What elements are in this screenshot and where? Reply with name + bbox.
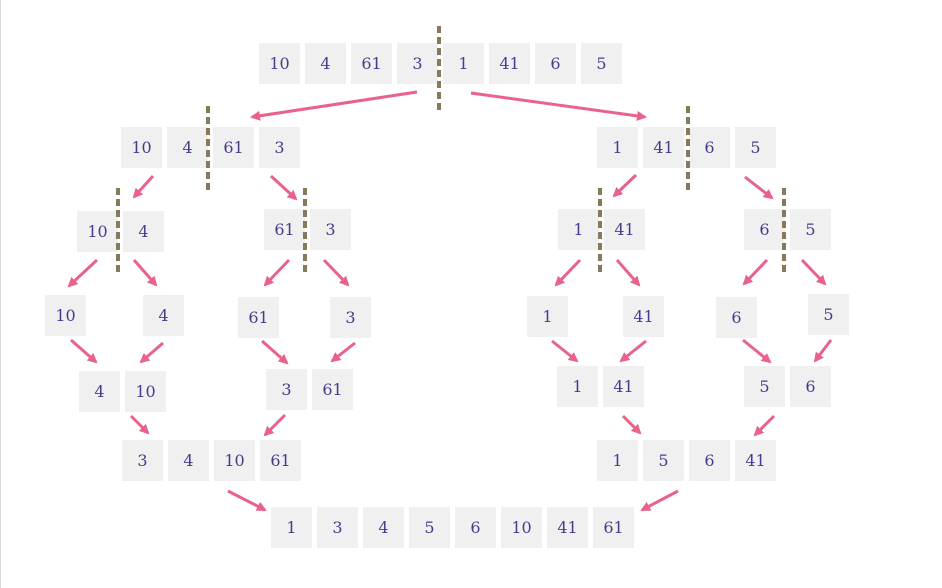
cell: 61: [312, 369, 353, 410]
cell: 61: [260, 440, 301, 481]
cell: 6: [790, 366, 831, 407]
cell: 1: [597, 440, 638, 481]
cell: 61: [264, 209, 305, 250]
cell: 5: [735, 127, 776, 168]
arrow: [227, 489, 267, 512]
cell: 61: [593, 507, 634, 548]
cell: 41: [623, 296, 664, 337]
cell: 10: [214, 440, 255, 481]
cell: 10: [501, 507, 542, 548]
cell: 10: [77, 211, 118, 252]
cell: 6: [689, 127, 730, 168]
cell: 1: [557, 366, 598, 407]
cell: 10: [45, 295, 86, 336]
cell: 3: [310, 209, 351, 250]
cell: 5: [409, 507, 450, 548]
cell: 5: [808, 294, 849, 335]
cell: 4: [143, 295, 184, 336]
arrow: [263, 258, 291, 287]
arrow: [322, 258, 350, 287]
arrow: [129, 414, 150, 435]
cell: 5: [744, 366, 785, 407]
arrow: [742, 338, 772, 364]
cell: 61: [351, 43, 392, 84]
arrow: [621, 414, 642, 435]
arrow: [619, 339, 647, 363]
cell: 4: [363, 507, 404, 548]
cell: 61: [213, 127, 254, 168]
arrow: [67, 258, 99, 288]
arrow: [612, 173, 638, 198]
cell: 1: [527, 296, 568, 337]
cell: 41: [604, 209, 645, 250]
cell: 1: [443, 43, 484, 84]
cell: 3: [266, 369, 307, 410]
arrow: [132, 174, 155, 199]
cell: 6: [716, 297, 757, 338]
cell: 6: [744, 209, 785, 250]
left-border: [0, 0, 1, 588]
cell: 41: [547, 507, 588, 548]
cell: 4: [305, 43, 346, 84]
cell: 3: [259, 127, 300, 168]
arrow: [640, 489, 679, 512]
arrow: [742, 258, 769, 286]
cell: 4: [123, 211, 164, 252]
arrow: [470, 91, 647, 121]
arrow: [139, 341, 164, 364]
cell: 4: [167, 127, 208, 168]
arrow: [330, 341, 356, 363]
arrow: [250, 90, 418, 121]
arrow: [753, 414, 776, 437]
cell: 41: [735, 440, 776, 481]
cell: 4: [79, 371, 120, 412]
arrow: [615, 259, 641, 287]
arrow: [551, 339, 579, 363]
arrow: [70, 338, 98, 364]
cell: 1: [271, 507, 312, 548]
cell: 5: [643, 440, 684, 481]
cell: 3: [317, 507, 358, 548]
cell: 6: [535, 43, 576, 84]
cell: 41: [489, 43, 530, 84]
cell: 1: [597, 127, 638, 168]
cell: 3: [330, 297, 371, 338]
cell: 6: [455, 507, 496, 548]
cell: 61: [238, 297, 279, 338]
cell: 1: [558, 209, 599, 250]
cell: 5: [581, 43, 622, 84]
arrow: [261, 339, 289, 365]
arrow: [800, 258, 827, 286]
arrow: [263, 413, 287, 437]
cell: 4: [168, 440, 209, 481]
cell: 6: [689, 440, 730, 481]
arrow: [813, 339, 833, 363]
cell: 41: [603, 366, 644, 407]
cell: 5: [790, 209, 831, 250]
arrow: [132, 259, 158, 287]
cell: 10: [125, 371, 166, 412]
arrow: [269, 174, 298, 201]
arrow: [554, 258, 582, 287]
cell: 10: [121, 127, 162, 168]
cell: 3: [397, 43, 438, 84]
cell: 41: [643, 127, 684, 168]
arrow: [744, 175, 774, 200]
cell: 10: [259, 43, 300, 84]
cell: 3: [122, 440, 163, 481]
